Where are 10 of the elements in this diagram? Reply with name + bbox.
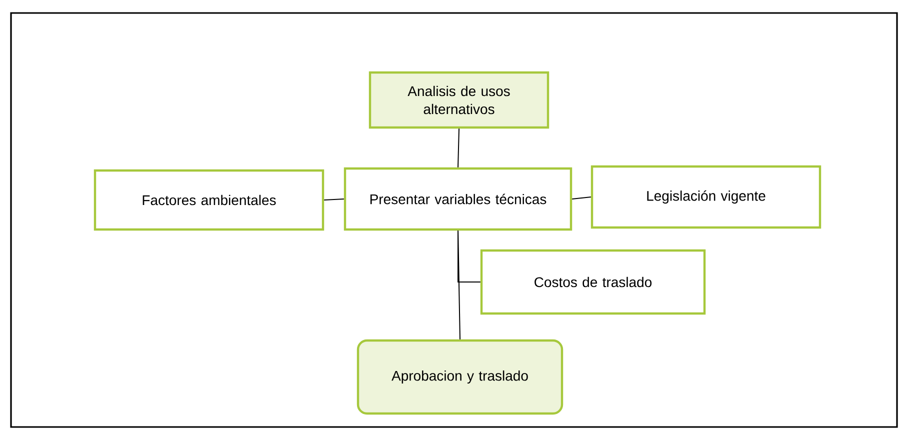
- process-box: Costos de traslado: [480, 249, 706, 315]
- connector-line: [458, 128, 460, 168]
- connector-line: [458, 230, 460, 340]
- end-box: Aprobacion y traslado: [356, 339, 564, 415]
- connector-line: [572, 196, 592, 200]
- process-box: Presentar variables técnicas: [344, 167, 572, 231]
- process-box: Analisis de usos alternativos: [368, 71, 550, 129]
- process-box: Legislación vigente: [590, 165, 822, 229]
- process-box: Factores ambientales: [94, 169, 324, 231]
- connector-line: [324, 198, 344, 200]
